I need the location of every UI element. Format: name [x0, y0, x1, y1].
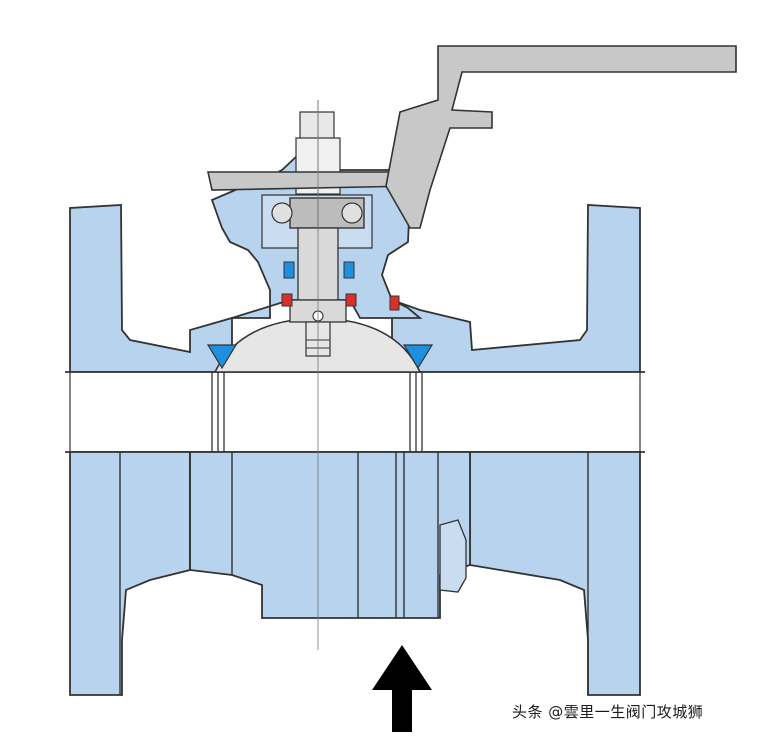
- handle-plate: [207, 171, 416, 191]
- flow-bore: [65, 372, 645, 452]
- stem-seal-red-right: [345, 293, 357, 307]
- arrow-up-icon: [372, 645, 432, 732]
- seat-left: [206, 344, 238, 370]
- stem-seal-blue-left: [283, 261, 295, 279]
- stem-seal-red-left: [281, 293, 293, 307]
- body-lower: [189, 451, 471, 619]
- gland-bolt-right: [341, 202, 363, 224]
- right-flange-upper: [391, 204, 641, 373]
- stem-seal-blue-right: [343, 261, 355, 279]
- seat-right: [402, 344, 434, 370]
- body-seal-red: [389, 295, 400, 311]
- watermark-text: 头条 @雲里一生阀门攻城狮: [512, 703, 704, 721]
- left-flange-lower: [69, 451, 191, 696]
- hex-bolt: [439, 519, 467, 593]
- seat-lines: [211, 372, 423, 452]
- left-flange-upper: [69, 204, 233, 373]
- gland-bolt-left: [271, 202, 293, 224]
- right-flange-lower: [469, 451, 641, 696]
- handle-arm: [385, 45, 737, 229]
- handle: [207, 45, 737, 229]
- lower-body: [69, 451, 641, 696]
